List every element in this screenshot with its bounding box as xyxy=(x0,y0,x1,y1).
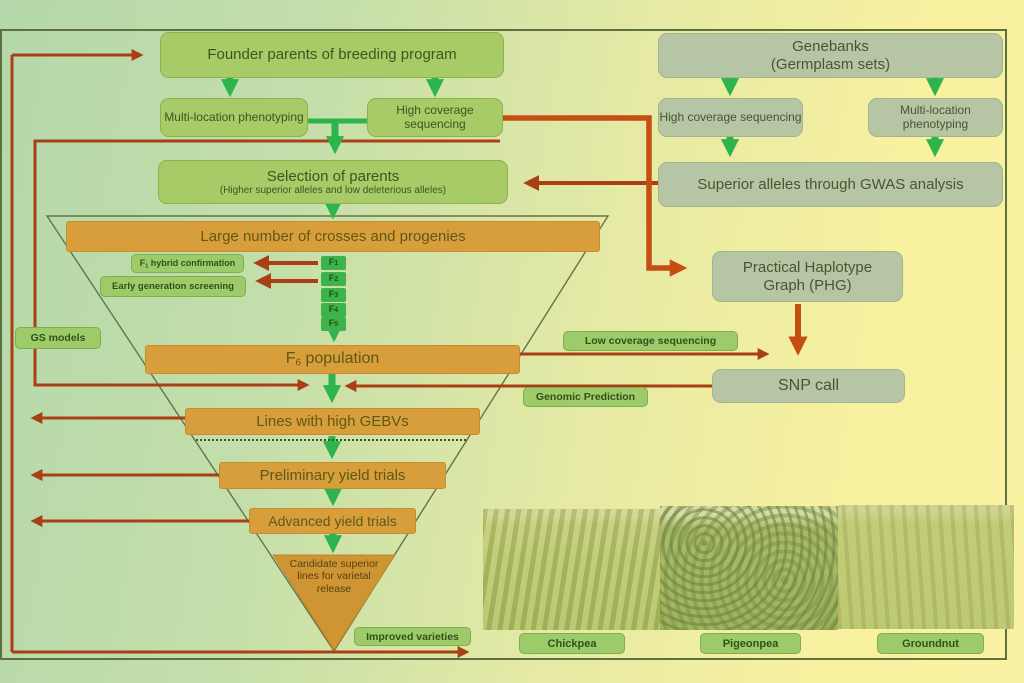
pigeonpea-caption: Pigeonpea xyxy=(722,637,779,650)
gwas-label: Superior alleles through GWAS analysis xyxy=(697,175,964,193)
genebanks-box: Genebanks (Germplasm sets) xyxy=(658,33,1003,78)
candidate-superior-lines-label: Candidate superior lines for varietal re… xyxy=(289,558,379,595)
groundnut-caption: Groundnut xyxy=(902,637,959,650)
gs-models-chip: GS models xyxy=(15,327,101,349)
groundnut-field-photo xyxy=(838,505,1014,629)
chickpea-caption-chip: Chickpea xyxy=(519,633,625,654)
crosses-label: Large number of crosses and progenies xyxy=(200,227,466,245)
crosses-bar: Large number of crosses and progenies xyxy=(66,221,600,252)
early-screening-label: Early generation screening xyxy=(112,281,234,292)
early-generation-screening-chip: Early generation screening xyxy=(100,276,246,297)
chickpea-field-photo xyxy=(483,509,660,630)
multi-location-left-label: Multi-location phenotyping xyxy=(164,109,304,124)
pigeonpea-field-photo xyxy=(660,506,838,630)
high-coverage-left-label: High coverage sequencing xyxy=(396,102,474,131)
founder-parents-label: Founder parents of breeding program xyxy=(207,46,457,64)
f6-population-bar: F6 population xyxy=(145,345,520,374)
phg-box: Practical Haplotype Graph (PHG) xyxy=(712,251,903,302)
pigeonpea-caption-chip: Pigeonpea xyxy=(700,633,801,654)
genomic-prediction-chip: Genomic Prediction xyxy=(523,387,648,407)
f6-population-label: F6 population xyxy=(285,350,380,369)
improved-varieties-chip: Improved varieties xyxy=(354,627,471,646)
selection-threshold-dotted-line xyxy=(196,439,466,441)
founder-parents-box: Founder parents of breeding program xyxy=(160,32,504,78)
multi-location-phenotyping-right-box: Multi-location phenotyping xyxy=(868,98,1003,137)
high-coverage-sequencing-left-box: High coverage sequencing xyxy=(367,98,503,137)
gs-models-label: GS models xyxy=(30,332,86,344)
selection-title: Selection of parents xyxy=(266,167,400,185)
advanced-label: Advanced yield trials xyxy=(268,512,397,529)
genomic-prediction-label: Genomic Prediction xyxy=(535,391,636,403)
preliminary-yield-trials-bar: Preliminary yield trials xyxy=(219,462,446,489)
gwas-box: Superior alleles through GWAS analysis xyxy=(658,162,1003,207)
gebv-lines-bar: Lines with high GEBVs xyxy=(185,408,480,435)
genebanks-title: Genebanks xyxy=(792,38,869,56)
low-coverage-sequencing-chip: Low coverage sequencing xyxy=(563,331,738,351)
f1-hybrid-label: F1 hybrid confirmation xyxy=(139,257,236,270)
multi-location-right-label: Multi-location phenotyping xyxy=(900,102,971,131)
low-coverage-label: Low coverage sequencing xyxy=(584,335,717,347)
f1-hybrid-confirmation-chip: F1 hybrid confirmation xyxy=(131,254,244,273)
selection-subtitle: (Higher superior alleles and low deleter… xyxy=(219,185,447,197)
chickpea-caption: Chickpea xyxy=(547,637,597,650)
preliminary-label: Preliminary yield trials xyxy=(259,466,406,484)
high-coverage-right-label: High coverage sequencing xyxy=(659,109,802,124)
genebanks-subtitle: (Germplasm sets) xyxy=(770,55,891,73)
diagram-border xyxy=(0,29,1007,660)
high-coverage-sequencing-right-box: High coverage sequencing xyxy=(658,98,803,137)
phg-label: Practical Haplotype Graph (PHG) xyxy=(742,259,873,294)
gebv-label: Lines with high GEBVs xyxy=(256,412,409,430)
selection-of-parents-box: Selection of parents (Higher superior al… xyxy=(158,160,508,204)
improved-varieties-label: Improved varieties xyxy=(366,630,459,643)
snp-call-label: SNP call xyxy=(777,376,840,394)
groundnut-caption-chip: Groundnut xyxy=(877,633,984,654)
advanced-yield-trials-bar: Advanced yield trials xyxy=(249,508,416,534)
snp-call-box: SNP call xyxy=(712,369,905,403)
multi-location-phenotyping-left-box: Multi-location phenotyping xyxy=(160,98,308,137)
